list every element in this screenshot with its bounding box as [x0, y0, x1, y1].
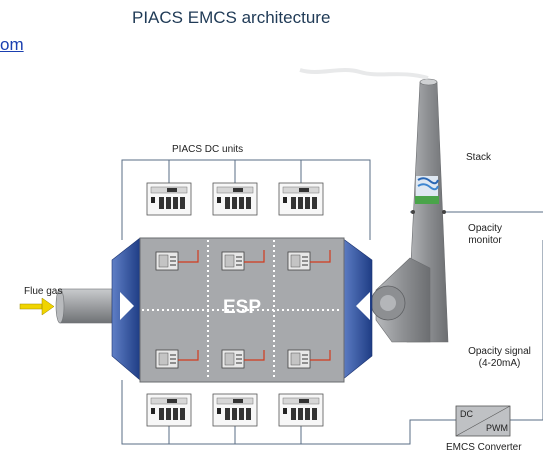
emcs-converter [455, 405, 511, 437]
opacity-band [411, 176, 446, 214]
opacity-monitor-label-2: monitor [468, 235, 502, 246]
lower-wiring [121, 380, 456, 445]
smoke-icon [299, 68, 429, 80]
link-fragment[interactable]: om [0, 35, 24, 54]
fan-icon [370, 285, 406, 321]
inlet-pipe [59, 288, 113, 324]
converter-pwm-label: PWM [486, 423, 508, 433]
dc-unit-icon [278, 182, 324, 216]
opacity-monitor-label-1: Opacity [468, 223, 502, 234]
stack-top [419, 78, 438, 86]
dc-units-lower [146, 393, 324, 427]
dc-unit-icon [278, 393, 324, 427]
esp-grid [142, 240, 342, 380]
flue-gas-label: Flue gas [24, 286, 63, 297]
opacity-signal-label-1: Opacity signal [468, 346, 531, 357]
diagram-title: PIACS EMCS architecture [132, 8, 331, 27]
flue-gas-arrow-icon [19, 297, 55, 316]
converter-dc-label: DC [460, 409, 473, 419]
esp-label: ESP [223, 297, 262, 318]
dc-unit-icon [212, 393, 258, 427]
upper-wiring [121, 159, 371, 240]
opacity-signal-label-2: (4-20mA) [478, 358, 521, 369]
dc-units-label: PIACS DC units [172, 144, 244, 155]
field-modules-lower [155, 349, 331, 369]
dc-unit-icon [212, 182, 258, 216]
dc-unit-icon [146, 182, 192, 216]
stack-label: Stack [466, 152, 492, 163]
converter-name-label: EMCS Converter [446, 442, 522, 453]
dc-unit-icon [146, 393, 192, 427]
dc-units-upper [146, 182, 324, 216]
field-modules-upper [155, 250, 331, 271]
